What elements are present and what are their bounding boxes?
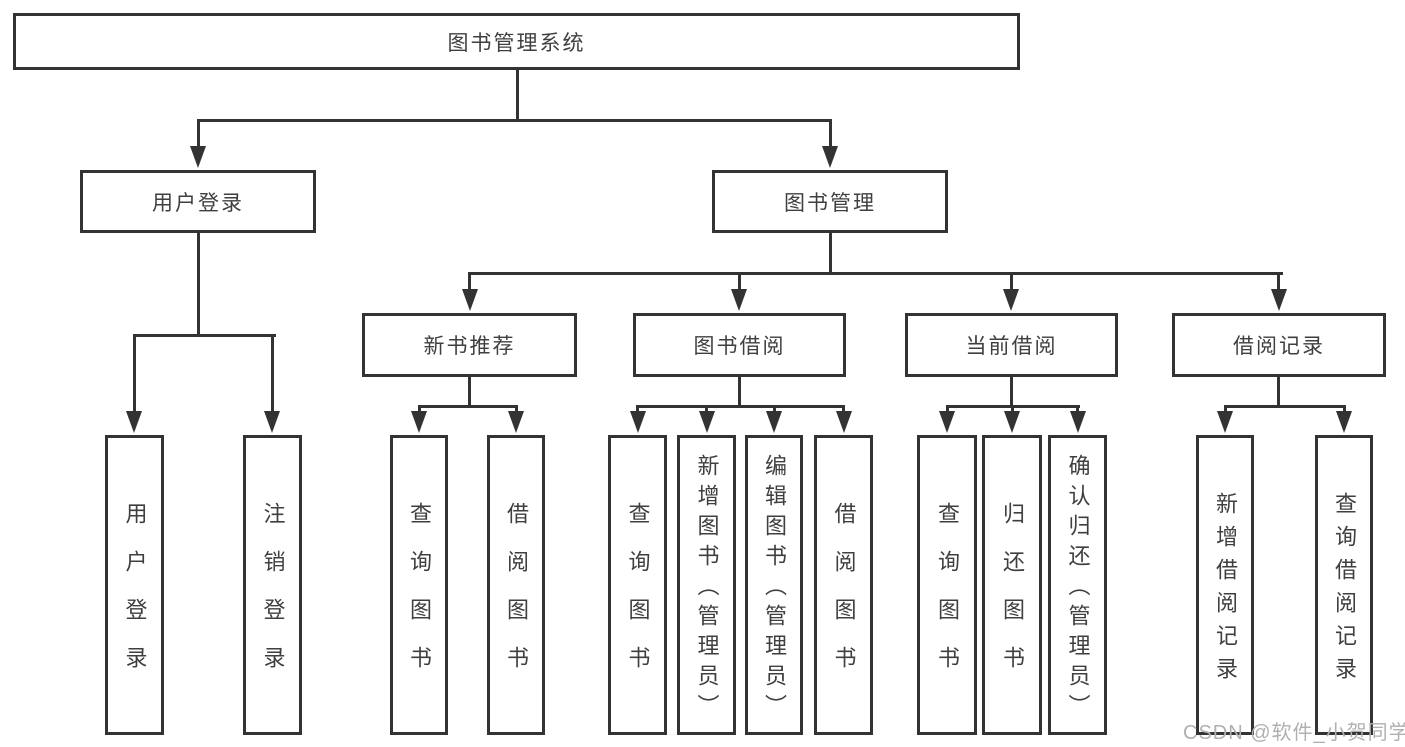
node-root: 图书管理系统 <box>13 13 1020 70</box>
arrowhead-leaf-return-books-icon <box>1004 411 1020 433</box>
node-leaf-query-books-current-label: 查询图书 <box>935 502 960 694</box>
node-leaf-query-books-rec-label: 查询图书 <box>407 502 432 694</box>
edge-borrow-records-bus <box>1224 405 1346 408</box>
node-leaf-user-login-label: 用户登录 <box>122 502 148 694</box>
arrowhead-leaf-borrow-books-icon <box>836 411 852 433</box>
edge-to-leaf-query-books-rec <box>418 405 421 414</box>
arrowhead-leaf-add-books-admin-icon <box>699 411 715 433</box>
node-leaf-borrow-books: 借阅图书 <box>814 435 873 735</box>
edge-root-stem <box>516 70 519 122</box>
edge-book-mgmt-bus <box>469 272 1283 275</box>
arrowhead-leaf-query-borrow-record-icon <box>1336 411 1352 433</box>
node-leaf-borrow-books-label: 借阅图书 <box>831 502 857 694</box>
edge-current-borrow-stem <box>1010 377 1013 408</box>
arrowhead-leaf-edit-books-admin-icon <box>766 411 782 433</box>
edge-to-leaf-borrow-books <box>842 405 845 414</box>
node-leaf-query-borrow-record-label: 查询借阅记录 <box>1332 491 1357 690</box>
node-leaf-add-books-admin-label: 新增图书（管理员） <box>694 454 720 724</box>
arrowhead-book-borrow-icon <box>731 289 747 311</box>
edge-new-book-rec-bus <box>418 405 518 408</box>
edge-to-book-mgmt <box>829 119 832 150</box>
node-leaf-confirm-return-admin: 确认归还（管理员） <box>1048 435 1107 735</box>
arrowhead-new-book-rec-icon <box>462 289 478 311</box>
node-leaf-borrow-books-rec-label: 借阅图书 <box>504 502 529 694</box>
arrowhead-book-mgmt-icon <box>822 146 838 168</box>
edge-user-login-stem <box>197 233 200 336</box>
edge-to-leaf-confirm-return <box>1076 405 1079 414</box>
edge-to-leaf-add-books-admin <box>705 405 708 414</box>
edge-to-leaf-query-books-current <box>946 405 949 414</box>
node-user-login: 用户登录 <box>80 170 316 233</box>
arrowhead-borrow-records-icon <box>1271 289 1287 311</box>
edge-to-leaf-edit-books-admin <box>773 405 776 414</box>
node-leaf-return-books-label: 归还图书 <box>1000 502 1025 694</box>
edge-book-borrow-stem <box>738 377 741 408</box>
edge-to-leaf-query-borrow-record <box>1343 405 1346 414</box>
node-leaf-add-borrow-record: 新增借阅记录 <box>1196 435 1254 735</box>
edge-to-book-borrow <box>738 272 741 292</box>
arrowhead-user-login-icon <box>190 146 206 168</box>
arrowhead-leaf-logout-icon <box>264 411 280 433</box>
node-current-borrow: 当前借阅 <box>905 313 1118 377</box>
edge-to-user-login <box>197 119 200 150</box>
node-leaf-query-borrow-record: 查询借阅记录 <box>1315 435 1373 735</box>
node-root-label: 图书管理系统 <box>447 31 586 55</box>
node-leaf-logout: 注销登录 <box>243 435 302 735</box>
node-book-borrow: 图书借阅 <box>633 313 846 377</box>
node-new-book-rec: 新书推荐 <box>362 313 577 377</box>
edge-book-borrow-bus <box>636 405 845 408</box>
node-user-login-label: 用户登录 <box>152 191 244 215</box>
node-new-book-rec-label: 新书推荐 <box>423 335 516 358</box>
node-current-borrow-label: 当前借阅 <box>965 335 1058 358</box>
node-leaf-edit-books-admin-label: 编辑图书（管理员） <box>762 454 787 724</box>
node-leaf-logout-label: 注销登录 <box>260 502 286 694</box>
csdn-watermark: CSDN @软件_小贺同学 <box>1183 722 1405 744</box>
edge-to-leaf-user-login <box>133 334 136 414</box>
node-leaf-borrow-books-rec: 借阅图书 <box>487 435 545 735</box>
node-leaf-query-books-borrow: 查询图书 <box>608 435 667 735</box>
arrowhead-leaf-query-books-rec-icon <box>411 411 427 433</box>
node-leaf-query-books-rec: 查询图书 <box>390 435 448 735</box>
edge-new-book-rec-stem <box>468 377 471 408</box>
node-book-borrow-label: 图书借阅 <box>693 335 786 358</box>
node-borrow-records-label: 借阅记录 <box>1233 335 1325 358</box>
edge-to-current-borrow <box>1010 272 1013 292</box>
edge-book-mgmt-stem <box>829 233 832 275</box>
arrowhead-leaf-user-login-icon <box>126 411 142 433</box>
arrowhead-leaf-add-borrow-record-icon <box>1217 411 1233 433</box>
edge-to-new-book-rec <box>468 272 471 292</box>
arrowhead-leaf-query-books-borrow-icon <box>630 411 646 433</box>
edge-to-leaf-logout <box>271 334 274 414</box>
edge-to-leaf-query-books-borrow <box>636 405 639 414</box>
node-leaf-confirm-return-admin-label: 确认归还（管理员） <box>1065 454 1091 724</box>
node-book-mgmt-label: 图书管理 <box>784 191 876 215</box>
edge-borrow-records-stem <box>1277 377 1280 408</box>
node-leaf-query-books-borrow-label: 查询图书 <box>625 502 651 694</box>
arrowhead-leaf-borrow-books-rec-icon <box>508 411 524 433</box>
edge-to-borrow-records <box>1277 272 1280 292</box>
node-leaf-query-books-current: 查询图书 <box>917 435 977 735</box>
node-leaf-return-books: 归还图书 <box>982 435 1042 735</box>
edge-to-leaf-return-books <box>1011 405 1014 414</box>
edge-to-leaf-borrow-books-rec <box>515 405 518 414</box>
node-borrow-records: 借阅记录 <box>1172 313 1386 377</box>
node-leaf-add-books-admin: 新增图书（管理员） <box>677 435 736 735</box>
arrowhead-leaf-query-books-current-icon <box>939 411 955 433</box>
edge-user-login-bus <box>133 334 276 337</box>
edge-root-bus <box>197 119 831 122</box>
node-leaf-add-borrow-record-label: 新增借阅记录 <box>1213 491 1238 690</box>
edge-to-leaf-add-borrow-record <box>1224 405 1227 414</box>
arrowhead-current-borrow-icon <box>1003 289 1019 311</box>
node-leaf-user-login: 用户登录 <box>105 435 164 735</box>
node-leaf-edit-books-admin: 编辑图书（管理员） <box>745 435 803 735</box>
node-book-mgmt: 图书管理 <box>712 170 948 233</box>
arrowhead-leaf-confirm-return-icon <box>1070 411 1086 433</box>
